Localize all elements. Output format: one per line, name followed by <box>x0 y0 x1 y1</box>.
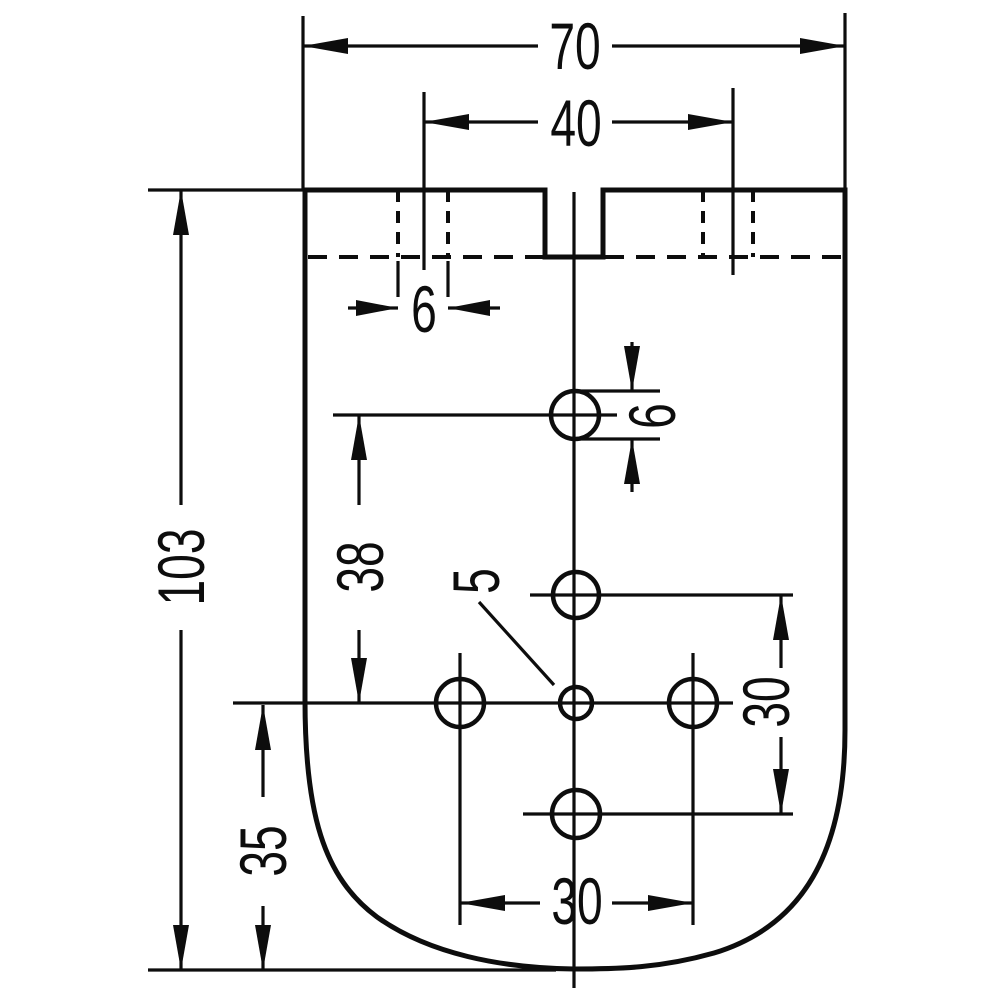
right-hole <box>666 676 720 730</box>
dim-103-label: 103 <box>145 528 219 605</box>
dim-6slot-arrow-left <box>356 300 398 316</box>
dim-70-arrow-right <box>800 38 845 54</box>
dim-bottom-edge-offset: 35 <box>227 705 301 970</box>
dim-30h-label: 30 <box>551 865 602 939</box>
dim-small-hole-diameter: 5 <box>440 568 556 687</box>
top-hole <box>548 388 602 442</box>
dim-top-hole-diameter: 6 <box>577 342 690 492</box>
plate-outline <box>302 187 848 972</box>
dim-5-label: 5 <box>440 568 514 594</box>
second-hole <box>550 569 602 621</box>
holes <box>433 388 720 841</box>
dim-30v-arrow-top <box>773 595 789 640</box>
hidden-slot-lines <box>308 190 843 259</box>
dim-6slot-label: 6 <box>411 273 437 347</box>
plate-body-path <box>302 187 848 972</box>
dim-overall-width: 70 <box>301 10 847 190</box>
dim-38-label: 38 <box>324 541 398 592</box>
dim-6dia-arrow-down <box>624 346 640 391</box>
dim-30h-arrow-right <box>648 895 693 911</box>
dim-6dia-label: 6 <box>616 403 690 429</box>
dim-40-arrow-left <box>424 114 469 130</box>
dim-40-label: 40 <box>550 87 601 161</box>
dim-30h-arrow-left <box>460 895 505 911</box>
dim-overall-height: 103 <box>145 188 556 972</box>
small-center-hole <box>557 684 595 722</box>
dim-top-hole-offset: 38 <box>324 415 398 703</box>
dim-30v-label: 30 <box>730 676 804 727</box>
dim-70-label: 70 <box>549 10 600 84</box>
dim-38-arrow-bottom <box>351 658 367 703</box>
dim-30v-arrow-bottom <box>773 769 789 814</box>
dim-5-leader-line <box>477 600 556 687</box>
dim-6slot-arrow-right <box>448 300 490 316</box>
dim-35-arrow-top <box>255 705 271 750</box>
dim-103-arrow-top <box>173 190 189 235</box>
dim-35-label: 35 <box>227 825 301 876</box>
dim-40-arrow-right <box>688 114 733 130</box>
dim-vertical-hole-spacing: 30 <box>730 595 804 814</box>
hole-center-lines <box>233 413 793 925</box>
dim-6dia-arrow-up <box>624 439 640 484</box>
dim-horizontal-hole-spacing: 30 <box>460 865 693 939</box>
dim-103-arrow-bottom <box>173 925 189 970</box>
dim-35-arrow-bottom <box>255 925 271 970</box>
bottom-hole <box>549 787 603 841</box>
dim-slot-width: 6 <box>348 261 500 347</box>
dim-slot-center-distance: 40 <box>422 87 735 275</box>
dim-70-arrow-left <box>303 38 348 54</box>
dim-38-arrow-top <box>351 415 367 460</box>
left-hole <box>433 676 487 730</box>
